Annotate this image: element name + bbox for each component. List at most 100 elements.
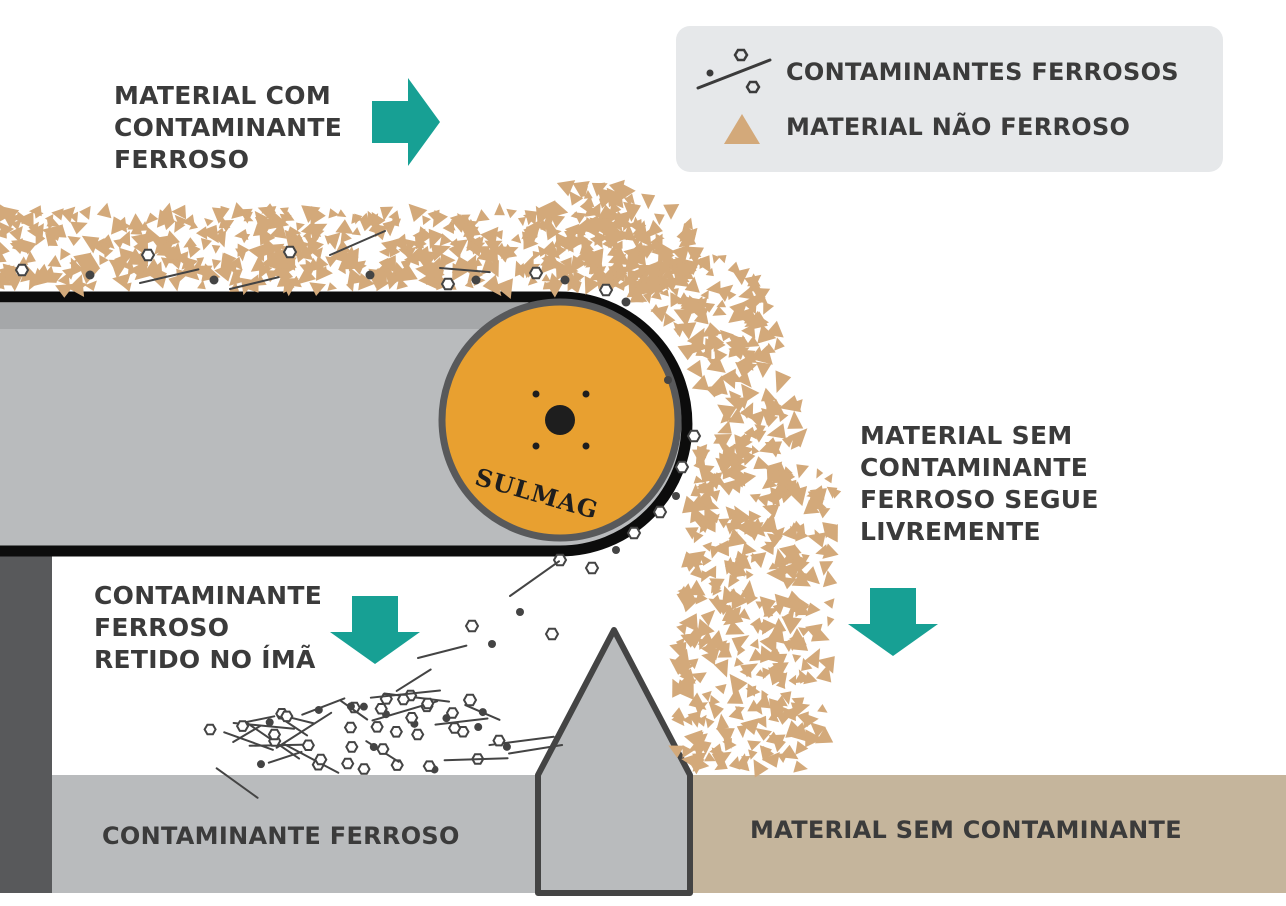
non-ferrous-particle <box>762 476 778 490</box>
non-ferrous-particle <box>826 486 838 499</box>
non-ferrous-particle <box>736 724 748 739</box>
non-ferrous-particle <box>296 222 305 232</box>
non-ferrous-particle <box>701 302 716 313</box>
non-ferrous-particle <box>254 217 275 238</box>
non-ferrous-particle <box>204 218 214 227</box>
non-ferrous-particle <box>787 486 808 507</box>
non-ferrous-particle <box>60 206 76 223</box>
non-ferrous-particle <box>37 265 57 283</box>
non-ferrous-particle <box>114 216 128 233</box>
non-ferrous-particle <box>706 280 721 295</box>
non-ferrous-particle <box>174 214 188 228</box>
non-ferrous-particle <box>10 219 22 231</box>
non-ferrous-particle <box>45 232 59 247</box>
non-ferrous-particle <box>645 278 664 293</box>
non-ferrous-particle <box>819 561 834 576</box>
non-ferrous-particle <box>771 527 785 540</box>
non-ferrous-particle <box>743 471 757 485</box>
non-ferrous-particle <box>803 499 820 515</box>
pulley-bolt <box>582 390 590 398</box>
ferrous-nut <box>464 619 480 633</box>
non-ferrous-particle <box>567 282 582 294</box>
ferrous-ball <box>265 718 274 727</box>
non-ferrous-particle <box>138 221 150 231</box>
non-ferrous-particle <box>47 255 62 268</box>
non-ferrous-particle <box>718 518 731 529</box>
non-ferrous-particle <box>732 372 743 383</box>
non-ferrous-particle <box>824 473 833 484</box>
non-ferrous-particle <box>460 216 471 228</box>
non-ferrous-particle <box>787 410 804 429</box>
non-ferrous-particle <box>677 260 698 278</box>
non-ferrous-particle <box>598 204 618 219</box>
non-ferrous-particle <box>248 244 265 262</box>
non-ferrous-particle <box>676 623 688 635</box>
non-ferrous-particle <box>805 729 823 748</box>
non-ferrous-particle <box>715 457 735 475</box>
non-ferrous-particle <box>200 238 212 251</box>
non-ferrous-particle <box>752 427 761 439</box>
non-ferrous-particle <box>738 608 751 620</box>
non-ferrous-particle <box>627 276 638 285</box>
input-material-label: MATERIAL COM CONTAMINANTE FERROSO <box>114 81 343 174</box>
non-ferrous-particle <box>428 228 444 250</box>
non-ferrous-particle <box>171 204 187 220</box>
pulley-bolt <box>532 390 540 398</box>
non-ferrous-particle <box>810 722 826 738</box>
non-ferrous-particle <box>717 420 732 434</box>
non-ferrous-particle <box>664 257 681 271</box>
non-ferrous-particle <box>377 271 387 284</box>
non-ferrous-particle <box>545 279 566 298</box>
non-ferrous-particle <box>305 259 315 270</box>
non-ferrous-particle <box>127 247 146 266</box>
non-ferrous-particle <box>337 209 347 218</box>
non-ferrous-particle <box>608 247 631 266</box>
non-ferrous-particle <box>439 233 452 246</box>
non-ferrous-particle <box>313 255 329 271</box>
non-ferrous-particle <box>747 273 761 287</box>
non-ferrous-particle <box>121 282 132 292</box>
non-ferrous-particle <box>635 271 651 285</box>
non-ferrous-particle <box>827 616 835 627</box>
ferrous-nut <box>357 763 371 775</box>
non-ferrous-particle <box>671 711 685 727</box>
non-ferrous-particle <box>470 241 486 255</box>
non-ferrous-particle <box>196 257 205 268</box>
non-ferrous-particle <box>781 610 795 627</box>
non-ferrous-particle <box>0 243 7 252</box>
non-ferrous-particle <box>694 515 705 525</box>
non-ferrous-particle <box>678 613 698 632</box>
non-ferrous-particle <box>772 735 786 753</box>
non-ferrous-particle <box>696 489 715 509</box>
non-ferrous-particle <box>523 211 537 225</box>
non-ferrous-particle <box>726 443 736 454</box>
ferrous-nail <box>443 757 509 762</box>
non-ferrous-particle <box>25 250 36 264</box>
non-ferrous-particle <box>766 398 786 417</box>
ferrous-ball <box>314 705 323 714</box>
non-ferrous-particle <box>750 553 761 563</box>
non-ferrous-particle <box>702 541 712 552</box>
ferrous-nail <box>267 750 303 764</box>
non-ferrous-particle <box>650 247 661 256</box>
non-ferrous-particle <box>709 694 720 706</box>
non-ferrous-particle <box>751 445 760 455</box>
non-ferrous-particle <box>614 240 623 249</box>
non-ferrous-particle <box>693 530 704 544</box>
ferrous-nut <box>235 720 250 732</box>
non-ferrous-particle <box>801 553 810 563</box>
non-ferrous-particle <box>515 262 524 274</box>
non-ferrous-particle <box>452 262 468 282</box>
non-ferrous-particle <box>741 756 751 766</box>
non-ferrous-particle <box>716 713 730 730</box>
ferrous-nut <box>528 266 544 280</box>
non-ferrous-particle <box>335 219 354 234</box>
non-ferrous-particle <box>340 230 352 243</box>
particle-layer <box>0 179 842 799</box>
non-ferrous-particle <box>689 247 702 260</box>
non-ferrous-particle <box>584 275 601 295</box>
non-ferrous-particle <box>663 312 676 327</box>
non-ferrous-particle <box>342 255 359 269</box>
non-ferrous-particle <box>349 260 366 275</box>
non-ferrous-particle <box>257 206 277 221</box>
